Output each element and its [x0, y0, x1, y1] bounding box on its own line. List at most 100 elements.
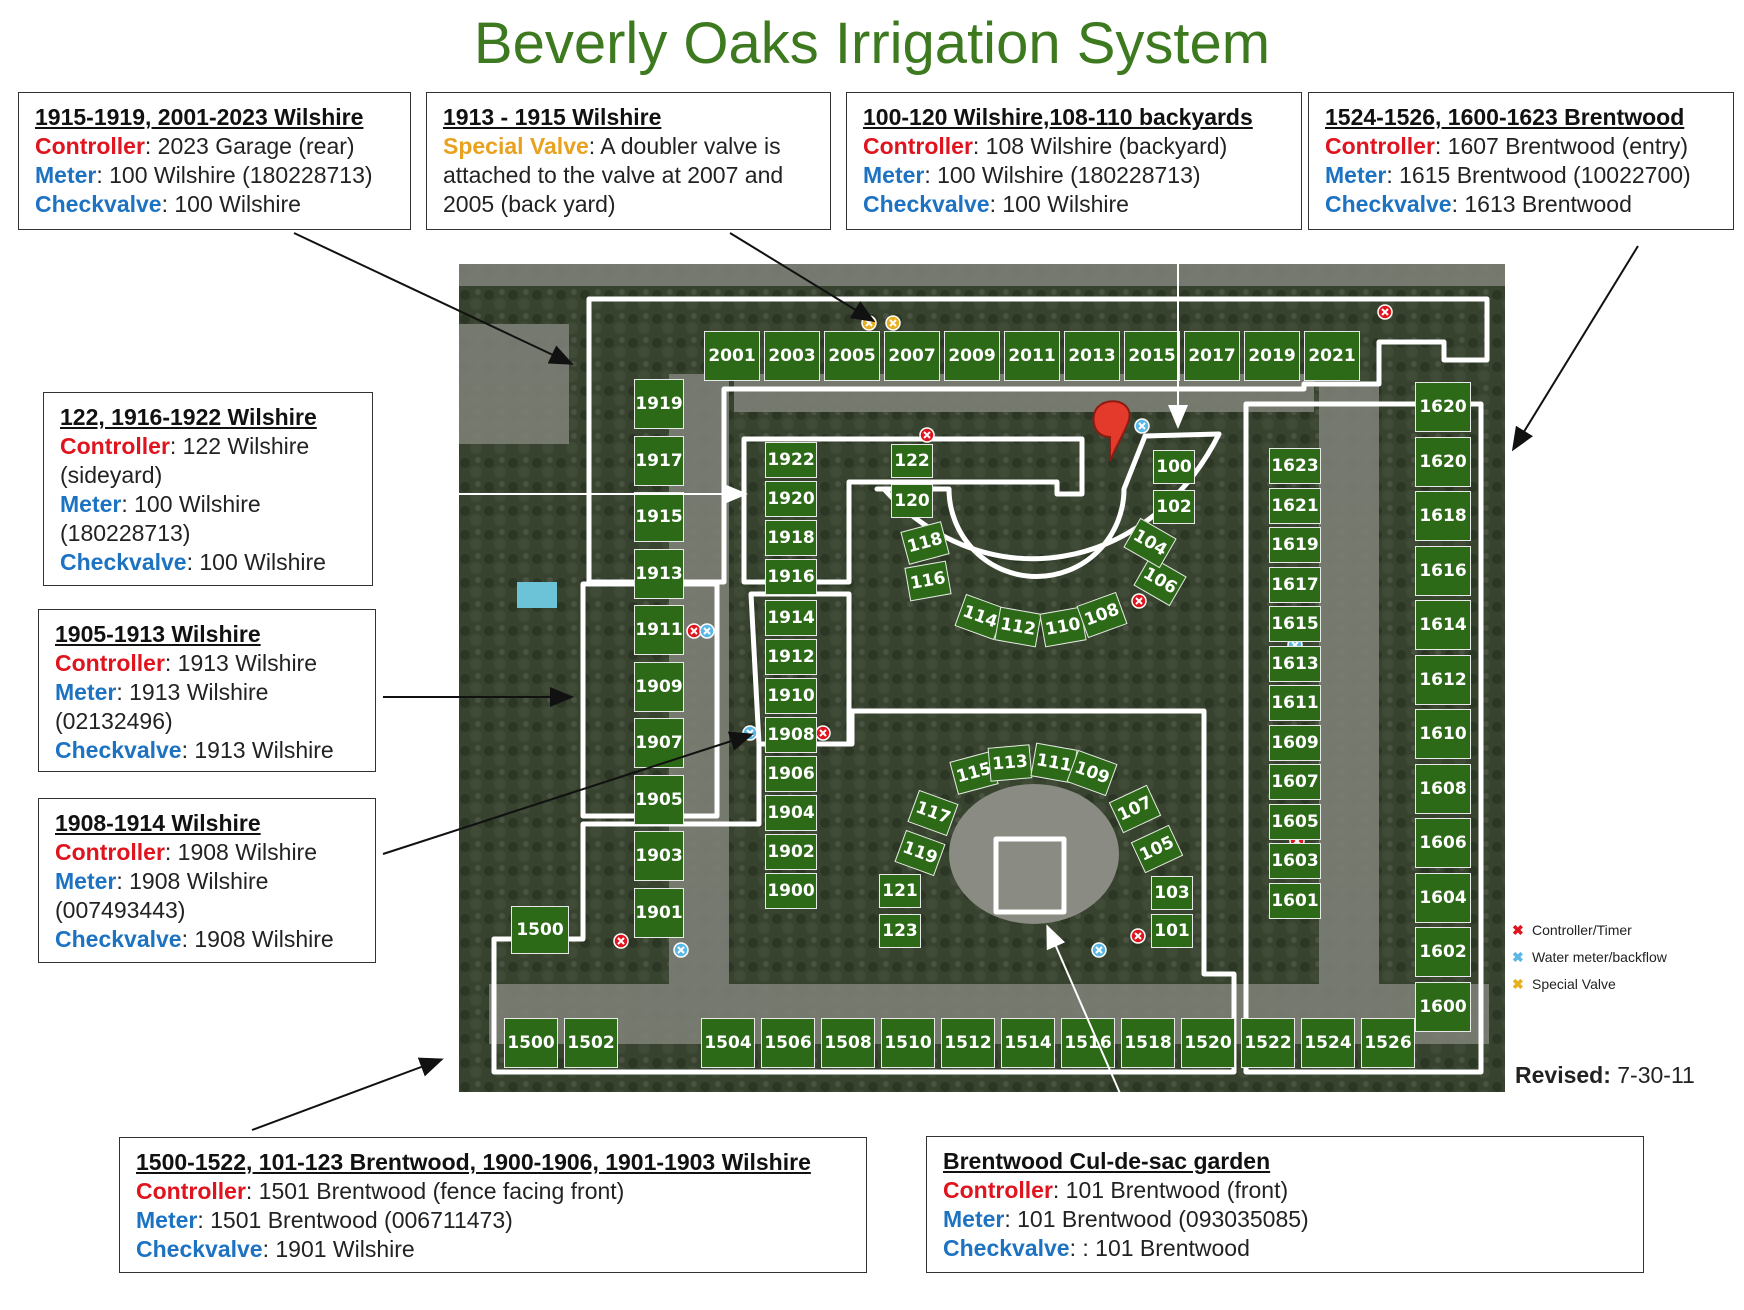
building-1617: 1617: [1269, 566, 1321, 603]
building-1512: 1512: [941, 1018, 995, 1068]
zone-cul-de-sac-garden: [993, 836, 1067, 915]
building-1620: 1620: [1415, 382, 1471, 432]
revised-value: 7-30-11: [1617, 1062, 1695, 1088]
building-1909: 1909: [634, 661, 684, 712]
meter-key: Meter: [55, 868, 117, 894]
callout-heading: 1905-1913 Wilshire: [55, 621, 261, 647]
controller-key: Controller: [55, 839, 165, 865]
meter-marker-icon: [742, 725, 758, 741]
arrow-1500-brentwood: [251, 1057, 444, 1131]
building-113: 113: [987, 744, 1033, 782]
building-1600: 1600: [1415, 981, 1471, 1032]
meter-value: : 1615 Brentwood (10022700): [1386, 162, 1691, 188]
building-1914: 1914: [765, 600, 817, 636]
building-1601: 1601: [1269, 882, 1321, 919]
building-1915: 1915: [634, 492, 684, 542]
building-121: 121: [879, 874, 921, 908]
controller-value: : 2023 Garage (rear): [144, 133, 355, 159]
building-1908: 1908: [765, 717, 817, 753]
special-valve-marker-icon: ✖: [1512, 976, 1524, 992]
checkvalve-value: : 100 Wilshire: [161, 191, 301, 217]
revised-label: Revised:: [1515, 1062, 1611, 1088]
callout-1915-wilshire: 1915-1919, 2001-2023 Wilshire Controller…: [18, 92, 411, 230]
controller-marker-icon: [1130, 928, 1146, 944]
controller-key: Controller: [55, 650, 165, 676]
building-1903: 1903: [634, 831, 684, 881]
checkvalve-key: Checkvalve: [60, 549, 187, 575]
meter-key: Meter: [55, 679, 117, 705]
building-102: 102: [1153, 490, 1195, 524]
controller-value-cont: (sideyard): [60, 462, 163, 488]
building-1514: 1514: [1001, 1018, 1055, 1068]
building-1504: 1504: [701, 1018, 755, 1068]
controller-value: : 108 Wilshire (backyard): [972, 133, 1228, 159]
controller-marker-icon: [815, 725, 831, 741]
meter-key: Meter: [35, 162, 97, 188]
meter-value: : 101 Brentwood (093035085): [1004, 1206, 1309, 1232]
callout-heading: 1908-1914 Wilshire: [55, 810, 261, 836]
road-east: [1319, 384, 1379, 1004]
building-1607: 1607: [1269, 764, 1321, 800]
building-2019: 2019: [1244, 331, 1300, 381]
controller-marker-icon: [919, 427, 935, 443]
zone-1600-brentwood: [1243, 401, 1484, 1075]
road-north: [459, 264, 1505, 286]
controller-key: Controller: [863, 133, 973, 159]
building-100: 100: [1153, 450, 1195, 484]
building-1611: 1611: [1269, 685, 1321, 721]
callout-heading: 1500-1522, 101-123 Brentwood, 1900-1906,…: [136, 1149, 811, 1175]
meter-key: Meter: [943, 1206, 1005, 1232]
meter-key: Meter: [1325, 162, 1387, 188]
building-1619: 1619: [1269, 527, 1321, 563]
controller-value: : 1501 Brentwood (fence facing front): [245, 1178, 625, 1204]
checkvalve-key: Checkvalve: [1325, 191, 1452, 217]
building-1900: 1900: [765, 873, 817, 909]
building-1912: 1912: [765, 639, 817, 675]
meter-key: Meter: [863, 162, 925, 188]
building-103: 103: [1151, 876, 1193, 910]
checkvalve-value: : 100 Wilshire: [186, 549, 326, 575]
controller-marker-icon: [613, 933, 629, 949]
special-valve-key: Special Valve: [443, 133, 589, 159]
pool: [517, 582, 557, 608]
callout-heading: 1915-1919, 2001-2023 Wilshire: [35, 104, 364, 130]
arrow-1524-brentwood: [1511, 245, 1639, 452]
controller-marker-icon: ✖: [1512, 922, 1524, 938]
callout-1500-brentwood: 1500-1522, 101-123 Brentwood, 1900-1906,…: [119, 1137, 867, 1273]
building-1616: 1616: [1415, 545, 1471, 596]
building-1620: 1620: [1415, 436, 1471, 487]
checkvalve-key: Checkvalve: [55, 737, 182, 763]
legend-label: Special Valve: [1532, 976, 1616, 992]
controller-key: Controller: [1325, 133, 1435, 159]
building-122: 122: [891, 444, 933, 478]
meter-value: : 100 Wilshire: [121, 491, 261, 517]
controller-value: : 1607 Brentwood (entry): [1434, 133, 1689, 159]
building-1608: 1608: [1415, 763, 1471, 814]
callout-heading: 1913 - 1915 Wilshire: [443, 104, 662, 130]
checkvalve-key: Checkvalve: [55, 926, 182, 952]
special-valve-line: attached to the valve at 2007 and: [443, 162, 784, 188]
building-1913: 1913: [634, 548, 684, 599]
building-2007: 2007: [884, 331, 940, 381]
legend-label: Water meter/backflow: [1532, 949, 1667, 965]
meter-value: : 100 Wilshire (180228713): [924, 162, 1201, 188]
building-1905: 1905: [634, 774, 684, 825]
building-1606: 1606: [1415, 818, 1471, 868]
building-1916: 1916: [765, 559, 817, 595]
building-1614: 1614: [1415, 600, 1471, 650]
controller-value: : 1913 Wilshire: [164, 650, 318, 676]
location-pin-icon: [1092, 400, 1131, 462]
building-1602: 1602: [1415, 927, 1471, 977]
controller-key: Controller: [35, 133, 145, 159]
building-1609: 1609: [1269, 724, 1321, 761]
building-1902: 1902: [765, 834, 817, 870]
special-valve-line: 2005 (back yard): [443, 191, 616, 217]
special-marker-icon: [861, 315, 877, 331]
building-120: 120: [891, 484, 933, 518]
building-1901: 1901: [634, 887, 684, 938]
controller-value: : 1908 Wilshire: [164, 839, 318, 865]
building-1506: 1506: [761, 1018, 815, 1068]
meter-value: : 100 Wilshire (180228713): [96, 162, 373, 188]
legend: ✖Controller/Timer ✖Water meter/backflow …: [1512, 922, 1667, 993]
